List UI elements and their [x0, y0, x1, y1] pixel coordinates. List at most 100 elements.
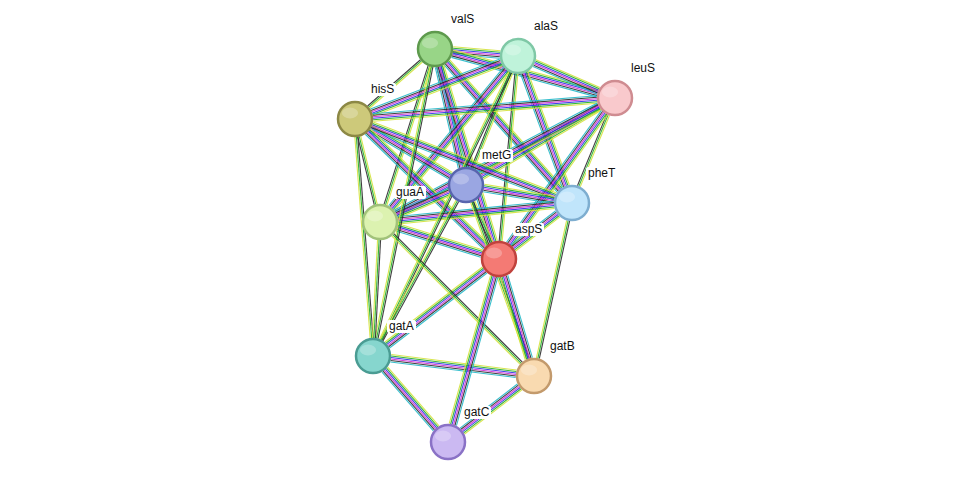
evidence-line: [538, 221, 568, 359]
evidence-line: [389, 272, 486, 347]
evidence-line: [392, 236, 521, 365]
evidence-line: [378, 67, 433, 339]
node-circle: [481, 241, 517, 277]
protein-node: hisS: [337, 101, 373, 137]
node-circle: [417, 31, 453, 67]
protein-node: aspS: [481, 241, 517, 277]
evidence-line: [390, 273, 487, 348]
evidence-line: [355, 137, 370, 338]
evidence-line: [508, 275, 533, 358]
node-highlight: [367, 211, 383, 222]
node-circle-fill: [501, 39, 535, 73]
node-highlight: [521, 365, 537, 376]
interaction-edge: [501, 275, 533, 360]
node-highlight: [435, 431, 451, 442]
node-highlight: [505, 45, 521, 56]
node-label: gatA: [387, 320, 416, 333]
evidence-line: [536, 220, 566, 358]
interaction-edge: [449, 275, 498, 425]
evidence-line: [377, 67, 432, 339]
evidence-line: [502, 277, 527, 360]
interaction-edge: [389, 67, 510, 210]
interaction-edge: [382, 367, 439, 431]
node-circle-fill: [431, 425, 465, 459]
node-circle: [362, 204, 398, 240]
interaction-edge: [372, 240, 380, 338]
evidence-line: [393, 235, 522, 364]
interaction-edge: [385, 267, 487, 348]
evidence-line: [511, 211, 555, 245]
node-circle: [430, 424, 466, 460]
node-circle-fill: [356, 339, 390, 373]
evidence-line: [460, 384, 517, 428]
evidence-line: [373, 96, 597, 114]
node-label: leuS: [629, 62, 657, 75]
evidence-line: [394, 234, 523, 363]
protein-node: alaS: [500, 38, 536, 74]
evidence-line: [373, 99, 597, 117]
node-highlight: [360, 345, 376, 356]
node-circle: [516, 358, 552, 394]
node-label: gatC: [462, 406, 491, 419]
node-highlight: [342, 108, 358, 119]
node-circle-fill: [482, 242, 516, 276]
interaction-edge: [373, 96, 598, 122]
interaction-edge: [460, 384, 522, 434]
evidence-line: [533, 67, 597, 95]
protein-node: metG: [448, 167, 484, 203]
interaction-edge: [396, 224, 483, 257]
evidence-line: [534, 65, 598, 93]
node-circle-fill: [449, 168, 483, 202]
evidence-line: [512, 212, 556, 246]
evidence-line: [387, 269, 484, 344]
evidence-line: [451, 276, 492, 424]
evidence-line: [462, 386, 519, 430]
evidence-line: [539, 221, 569, 359]
node-circle: [337, 101, 373, 137]
evidence-line: [455, 277, 496, 425]
evidence-line: [383, 371, 434, 430]
node-label: hisS: [369, 83, 396, 96]
node-circle: [554, 185, 590, 221]
evidence-line: [501, 277, 526, 360]
evidence-line: [356, 137, 371, 338]
evidence-line: [461, 385, 518, 429]
evidence-line: [513, 115, 608, 247]
evidence-line: [484, 189, 555, 201]
evidence-line: [506, 276, 531, 359]
node-label: pheT: [586, 167, 617, 180]
node-circle: [597, 80, 633, 116]
protein-node: valS: [417, 31, 453, 67]
evidence-line: [449, 275, 490, 423]
node-highlight: [422, 38, 438, 49]
evidence-line: [361, 136, 378, 204]
node-circle-fill: [363, 205, 397, 239]
interaction-edge: [511, 211, 560, 251]
interaction-edge: [390, 354, 516, 377]
evidence-line: [536, 60, 600, 88]
node-highlight: [486, 248, 502, 259]
protein-node: gatC: [430, 424, 466, 460]
evidence-line: [535, 61, 599, 89]
evidence-line: [503, 276, 528, 359]
evidence-line: [514, 215, 558, 249]
evidence-line: [373, 97, 597, 115]
interaction-edge: [375, 66, 433, 338]
evidence-line: [388, 367, 439, 426]
node-label: guaA: [394, 186, 426, 199]
protein-node: pheT: [554, 185, 590, 221]
node-circle-fill: [517, 359, 551, 393]
node-circle-fill: [598, 81, 632, 115]
evidence-line: [452, 276, 493, 424]
node-label: gatB: [548, 340, 577, 353]
evidence-line: [384, 370, 435, 429]
interaction-edge: [533, 60, 600, 95]
node-highlight: [453, 174, 469, 185]
interaction-edge: [483, 184, 555, 203]
evidence-line: [382, 372, 433, 431]
evidence-line: [463, 388, 520, 432]
evidence-line: [521, 74, 563, 187]
node-label: metG: [480, 149, 513, 162]
evidence-line: [391, 357, 516, 373]
